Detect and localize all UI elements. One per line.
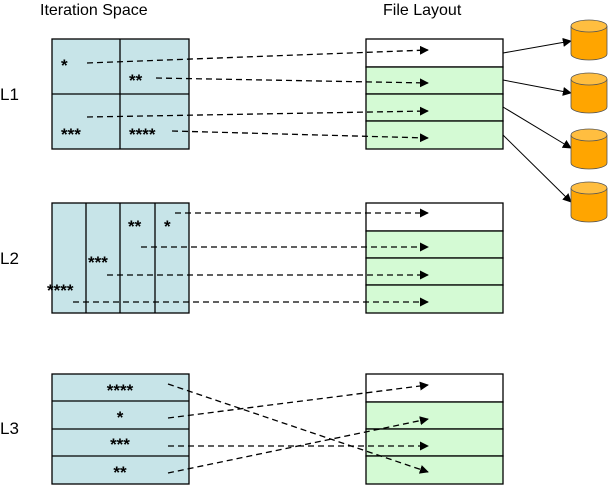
arrow-to-disk-3	[502, 106, 572, 149]
file-row-l3-1	[365, 373, 504, 403]
file-layout-l2	[365, 202, 504, 314]
level-label-l1: L1	[0, 85, 19, 104]
mapping-arrows-l3	[167, 381, 429, 474]
file-row-l2-3	[365, 257, 504, 286]
file-row-l3-2	[365, 401, 504, 430]
disk-2-icon	[570, 72, 608, 114]
arrow-l1-3	[86, 106, 429, 118]
file-layout-l1	[365, 38, 504, 150]
cell-l2-4: *	[164, 217, 171, 236]
arrow-l3-4	[167, 416, 429, 474]
mapping-arrows-l1	[86, 45, 429, 143]
file-row-l1-4	[365, 120, 504, 150]
file-row-l1-2	[365, 66, 504, 95]
cell-l2-1: ****	[47, 281, 74, 300]
arrow-l3-1	[167, 383, 429, 474]
cell-l3-4: **	[113, 463, 127, 482]
iteration-space-l3: **** * *** **	[51, 373, 190, 485]
cell-l2-3: **	[128, 217, 142, 236]
cell-l1-4: ****	[129, 125, 156, 144]
cell-l3-3: ***	[110, 435, 130, 454]
file-row-l3-3	[365, 428, 504, 457]
file-row-l2-4	[365, 284, 504, 314]
header-file-layout: File Layout	[383, 2, 462, 19]
level-label-l2: L2	[0, 249, 19, 268]
arrow-l3-2	[167, 381, 429, 419]
arrow-to-disk-1	[502, 37, 572, 54]
cell-l2-2: ***	[88, 253, 108, 272]
iteration-space-l2: **** *** ** *	[47, 202, 190, 314]
file-row-l1-1	[365, 38, 504, 68]
cell-l1-1: *	[61, 56, 68, 75]
disk-3-icon	[570, 128, 608, 170]
arrow-l1-1	[86, 45, 429, 64]
disk-4-icon	[570, 181, 608, 223]
file-row-l3-4	[365, 455, 504, 485]
header-iteration-space: Iteration Space	[40, 2, 148, 19]
file-layout-l3	[365, 373, 504, 485]
iteration-space-l1: * ** *** ****	[51, 38, 190, 150]
cell-l1-2: **	[129, 71, 143, 90]
disk-arrows	[502, 37, 572, 203]
mapping-arrows-l2	[73, 208, 429, 307]
arrow-l1-2	[155, 77, 429, 88]
level-label-l3: L3	[0, 419, 19, 438]
disk-1-icon	[570, 19, 608, 61]
cell-l3-1: ****	[107, 381, 134, 400]
file-row-l1-3	[365, 93, 504, 122]
cell-l3-2: *	[117, 408, 124, 427]
arrow-to-disk-4	[502, 134, 572, 203]
arrow-l1-4	[171, 130, 429, 143]
file-row-l2-1	[365, 202, 504, 232]
file-row-l2-2	[365, 230, 504, 259]
disks	[570, 19, 608, 223]
cell-l1-3: ***	[61, 125, 81, 144]
arrow-to-disk-2	[502, 79, 572, 96]
